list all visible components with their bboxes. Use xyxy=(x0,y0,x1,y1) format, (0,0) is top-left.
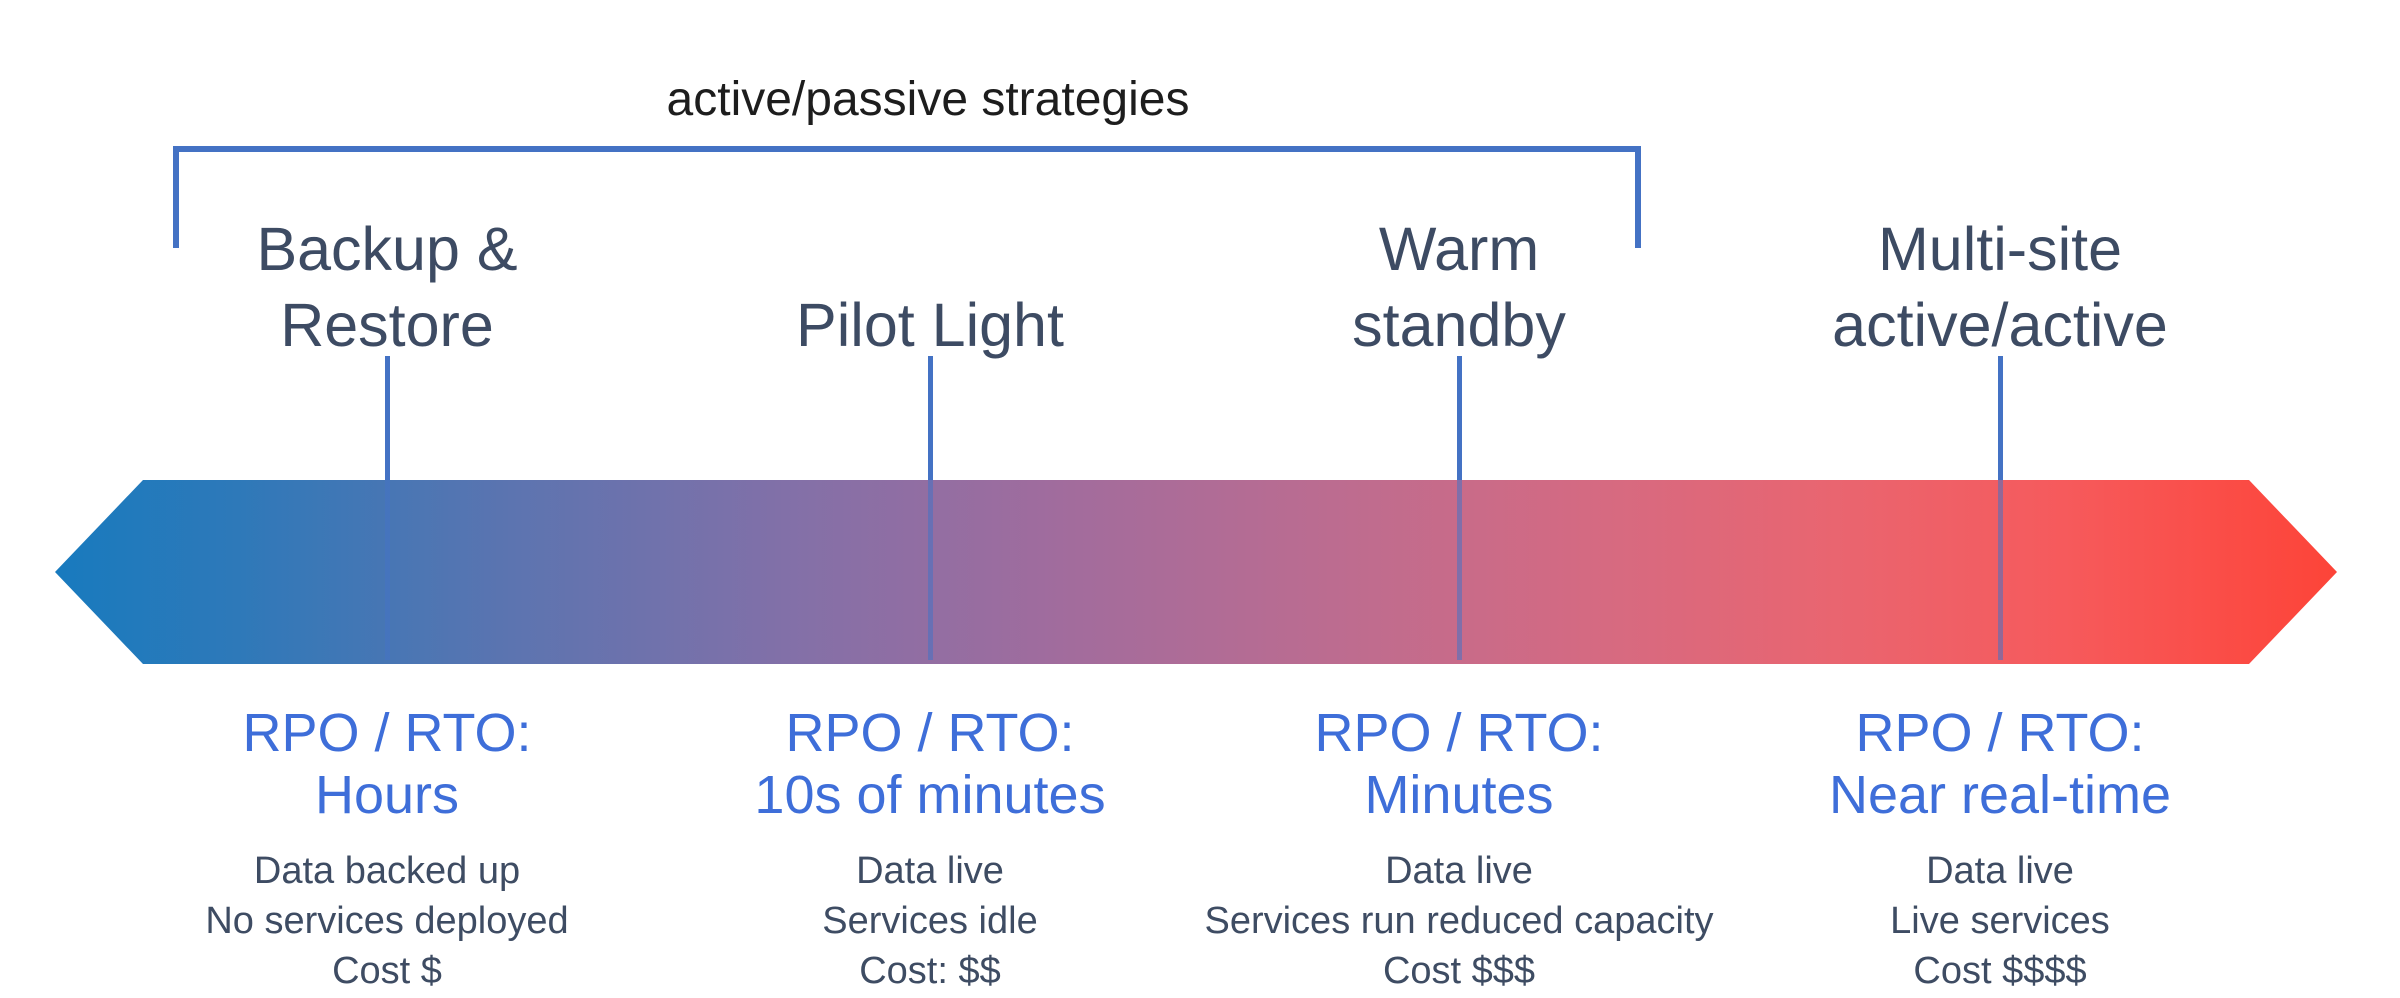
strategy-name-line: standby xyxy=(1352,291,1566,359)
rpo-rto-label: RPO / RTO: xyxy=(242,703,532,763)
strategy-name-line: Pilot Light xyxy=(796,291,1064,359)
detail-line: No services deployed xyxy=(205,900,569,942)
tick-warm-standby xyxy=(1457,356,1462,660)
rpo-rto-backup-restore: RPO / RTO: Hours xyxy=(87,702,687,826)
detail-line: Cost $$$$ xyxy=(1913,950,2087,992)
detail-line: Services run reduced capacity xyxy=(1204,900,1714,942)
details-multi-site: Data live Live services Cost $$$$ xyxy=(1670,846,2330,996)
strategy-name-backup-restore: Backup & Restore xyxy=(87,195,687,363)
detail-line: Data backed up xyxy=(253,850,521,892)
rpo-rto-warm-standby: RPO / RTO: Minutes xyxy=(1159,702,1759,826)
detail-line: Live services xyxy=(1890,900,2110,942)
tick-pilot-light xyxy=(928,356,933,660)
spectrum-double-arrow xyxy=(55,480,2337,664)
tick-backup-restore xyxy=(385,356,390,660)
strategy-name-line: Restore xyxy=(280,291,494,359)
details-pilot-light: Data live Services idle Cost: $$ xyxy=(600,846,1260,996)
strategy-name-pilot-light: Pilot Light xyxy=(630,195,1230,363)
rpo-rto-pilot-light: RPO / RTO: 10s of minutes xyxy=(630,702,1230,826)
details-warm-standby: Data live Services run reduced capacity … xyxy=(1129,846,1789,996)
rpo-rto-value: 10s of minutes xyxy=(754,765,1106,825)
strategy-name-warm-standby: Warm standby xyxy=(1159,195,1759,363)
strategy-name-multi-site: Multi-site active/active xyxy=(1700,195,2300,363)
tick-multi-site xyxy=(1998,356,2003,660)
rpo-rto-label: RPO / RTO: xyxy=(785,703,1075,763)
detail-line: Data live xyxy=(1926,850,2074,892)
detail-line: Services idle xyxy=(822,900,1038,942)
rpo-rto-label: RPO / RTO: xyxy=(1855,703,2145,763)
active-passive-bracket xyxy=(173,146,1641,248)
detail-line: Data live xyxy=(1385,850,1533,892)
rpo-rto-value: Hours xyxy=(314,765,460,825)
strategy-name-line: Backup & xyxy=(256,215,518,283)
strategy-name-line: Warm xyxy=(1378,215,1540,283)
detail-line: Cost $ xyxy=(332,950,442,992)
strategy-name-line: Multi-site xyxy=(1877,215,2123,283)
detail-line: Cost: $$ xyxy=(859,950,1001,992)
rpo-rto-value: Near real-time xyxy=(1828,765,2172,825)
rpo-rto-value: Minutes xyxy=(1364,765,1554,825)
detail-line: Cost $$$ xyxy=(1382,950,1536,992)
rpo-rto-multi-site: RPO / RTO: Near real-time xyxy=(1700,702,2300,826)
diagram-title: active/passive strategies xyxy=(666,73,1190,126)
strategy-name-line: active/active xyxy=(1832,291,2168,359)
detail-line: Data live xyxy=(856,850,1004,892)
details-backup-restore: Data backed up No services deployed Cost… xyxy=(57,846,717,996)
rpo-rto-label: RPO / RTO: xyxy=(1314,703,1604,763)
